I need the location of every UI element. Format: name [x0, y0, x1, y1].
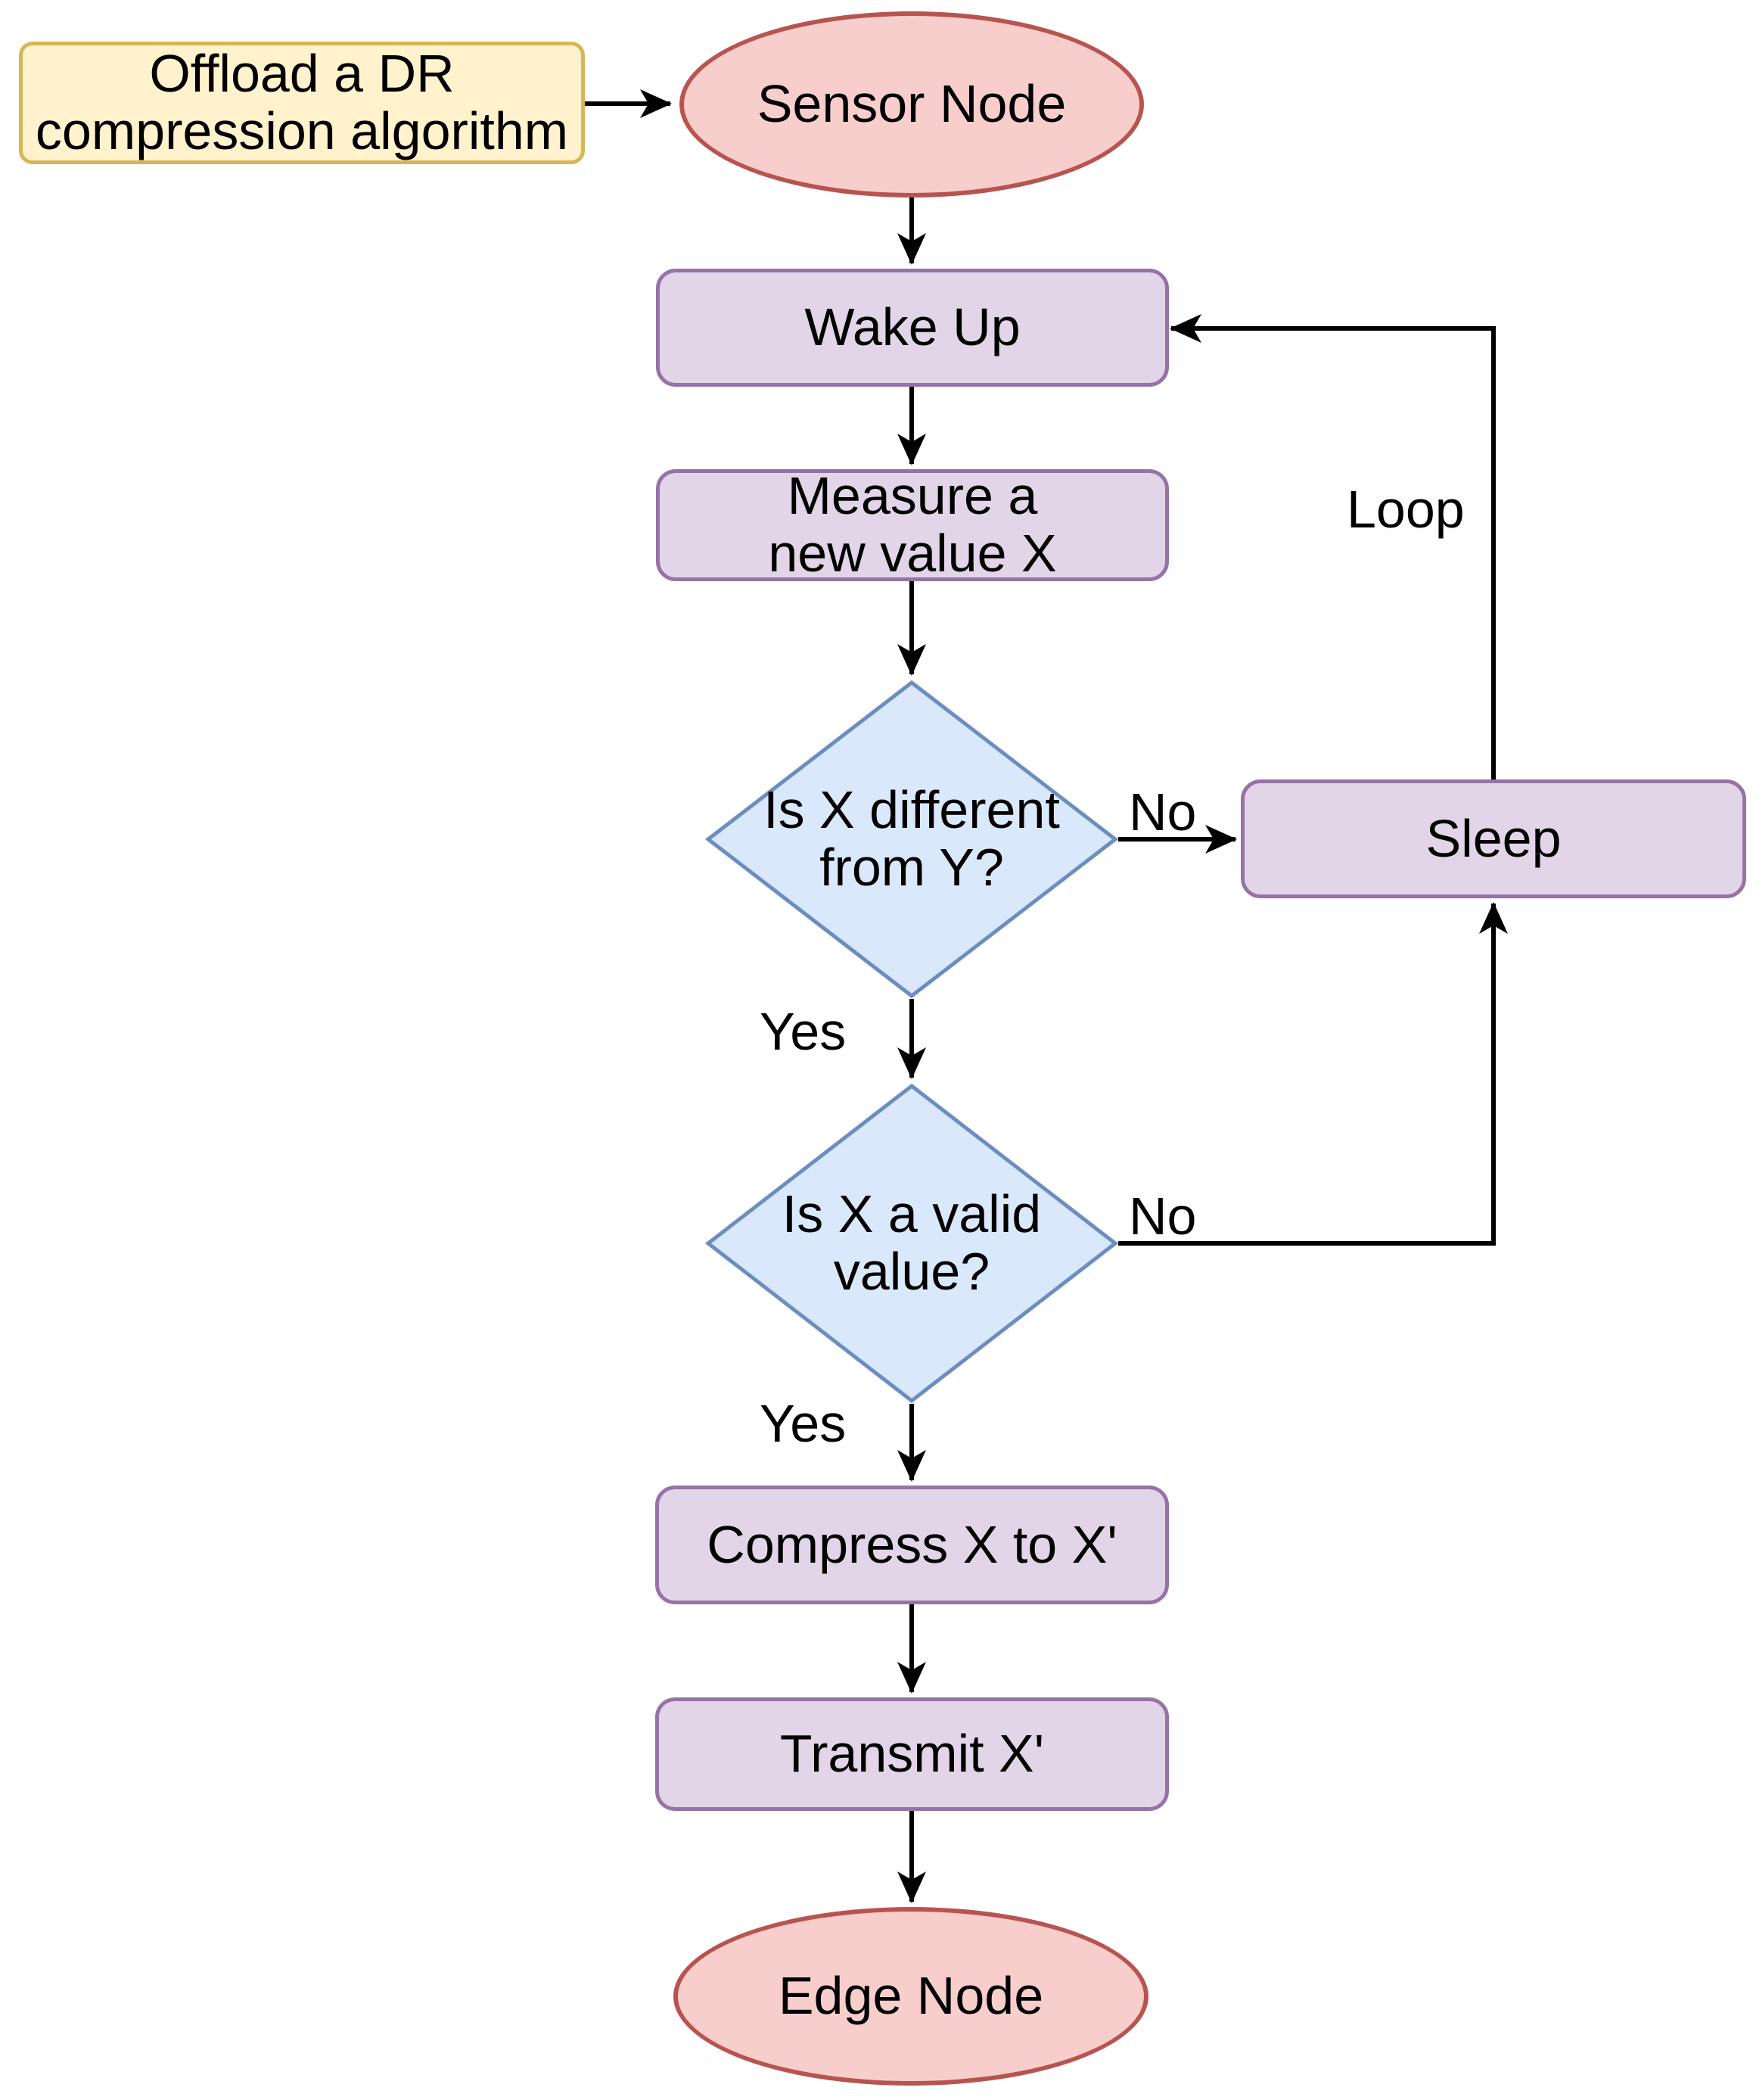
sensor-node: Sensor Node [679, 11, 1144, 198]
transmit-node: Transmit X' [655, 1697, 1169, 1811]
start-node-label: Offload a DR compression algorithm [35, 44, 569, 160]
start-node: Offload a DR compression algorithm [19, 42, 585, 164]
edge-node-label: Edge Node [778, 1966, 1044, 2026]
edge-label-loop: Loop [1347, 480, 1465, 539]
sensor-node-label: Sensor Node [757, 74, 1067, 134]
edge-node: Edge Node [673, 1907, 1148, 2086]
sleep-node-label: Sleep [1425, 808, 1562, 868]
edge-sleep-loop-to-wake [1170, 314, 1496, 779]
decision-x-valid-diamond-shape [705, 1083, 1118, 1404]
decision-x-valid-label: Is X a valid value? [782, 1184, 1042, 1301]
decision-x-different-node: Is X different from Y? [705, 680, 1118, 999]
decision-x-valid-node: Is X a valid value? [705, 1083, 1118, 1404]
wake-up-node-label: Wake Up [804, 297, 1021, 357]
edge-label-no-valid: No [1129, 1187, 1197, 1246]
edge-label-yes-different: Yes [760, 1002, 847, 1061]
edge-label-no-different: No [1129, 782, 1197, 842]
measure-node-label: Measure a new value X [768, 466, 1057, 583]
compress-node-label: Compress X to X' [707, 1514, 1117, 1574]
decision-x-different-label: Is X different from Y? [763, 780, 1060, 897]
transmit-node-label: Transmit X' [779, 1724, 1045, 1784]
compress-node: Compress X to X' [655, 1486, 1169, 1604]
edge-label-yes-valid: Yes [760, 1394, 847, 1453]
edge-decision-valid-no-to-sleep [1118, 902, 1508, 1246]
measure-node: Measure a new value X [656, 466, 1169, 583]
decision-x-different-diamond-shape [705, 680, 1118, 999]
wake-up-node: Wake Up [656, 269, 1169, 387]
sleep-node: Sleep [1241, 779, 1746, 898]
